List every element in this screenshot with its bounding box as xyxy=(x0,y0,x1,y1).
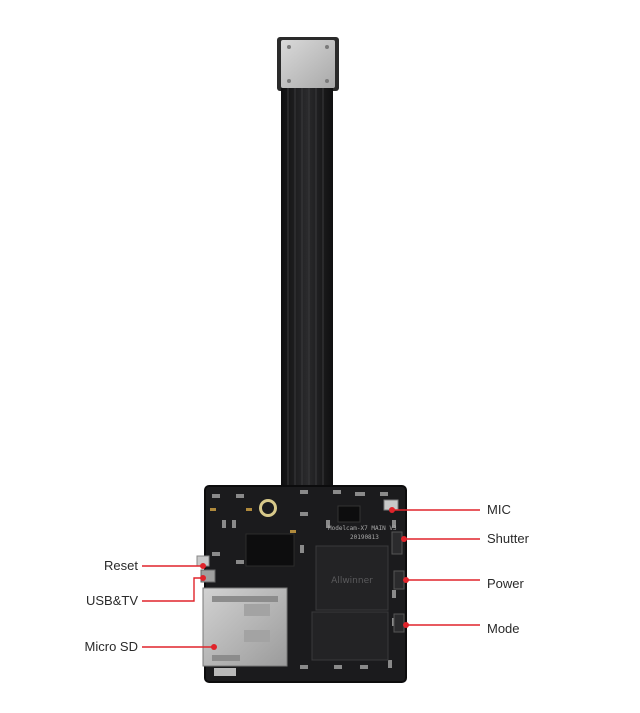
chip-marking: Allwinner xyxy=(331,576,373,586)
circuit-board: Allwinner Modelcam-X7 MAIN V3 20190813 xyxy=(196,485,407,683)
label-mic: MIC xyxy=(487,502,511,517)
label-reset: Reset xyxy=(104,558,138,573)
label-shutter: Shutter xyxy=(487,531,529,546)
power-button xyxy=(393,570,405,590)
label-power: Power xyxy=(487,576,524,591)
micro-sd-slot xyxy=(202,587,288,667)
mode-button xyxy=(393,613,405,633)
flex-cable xyxy=(281,88,333,488)
board-model-text: Modelcam-X7 MAIN V3 xyxy=(328,525,397,532)
board-date-text: 20190813 xyxy=(350,534,379,541)
camera-sensor xyxy=(277,37,339,91)
callout-lines xyxy=(142,507,480,650)
label-micro-sd: Micro SD xyxy=(84,639,138,654)
shutter-button xyxy=(391,531,403,555)
label-mode: Mode xyxy=(487,621,520,636)
label-usb-tv: USB&TV xyxy=(85,593,138,608)
